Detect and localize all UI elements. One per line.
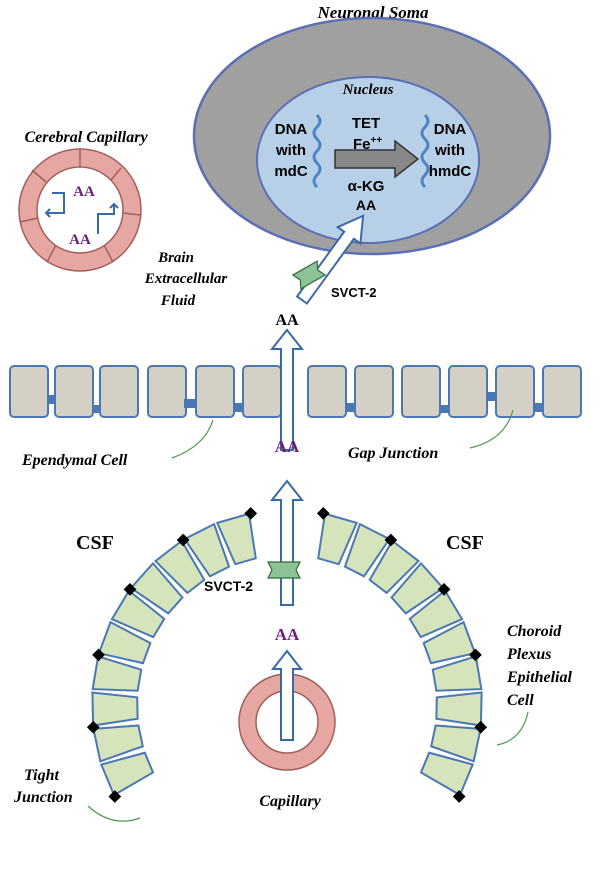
gap-junctions: [47, 392, 544, 413]
aa-above-ependyma: AA: [275, 312, 299, 329]
choroid-epithelial-cell: [99, 751, 155, 797]
dna-left-line1: DNA: [275, 121, 308, 138]
ependymal-cell: [307, 365, 347, 418]
dna-strand-right: [420, 113, 430, 189]
ependymal-cell-label: Ependymal Cell: [21, 452, 128, 469]
ependymal-cell: [401, 365, 441, 418]
choroid-epithelial-cell: [110, 589, 166, 639]
aa-nucleus-label: AA: [356, 197, 376, 213]
ependymal-cell: [54, 365, 94, 418]
csf-right-label: CSF: [446, 532, 484, 554]
choroid-line2: Plexus: [506, 646, 551, 663]
aa-cap-top: AA: [73, 184, 95, 200]
ependymal-cell: [195, 365, 235, 418]
choroid-line4: Cell: [507, 692, 534, 709]
tet-label: TET: [352, 115, 380, 132]
choroid-epithelial-cell: [91, 691, 139, 727]
choroid-epithelial-cell: [183, 522, 231, 578]
choroid-epithelial-cell: [343, 522, 391, 578]
svct2-transporter-bottom: [267, 561, 301, 579]
dna-left-line2: with: [275, 142, 306, 159]
choroid-epithelial-cell: [92, 724, 144, 763]
svct2-top-label: SVCT-2: [331, 285, 377, 300]
tight-line2: Junction: [13, 789, 73, 806]
akg-label: α-KG: [348, 178, 385, 195]
choroid-epithelial-cell: [431, 655, 483, 692]
ependymal-layer: [9, 365, 582, 418]
tight-junction-marker: [244, 507, 258, 520]
cap-arrow-left: [44, 192, 65, 218]
dna-hmdc-group: DNA with hmdC: [429, 121, 472, 180]
tight-junction-pointer: [87, 805, 141, 822]
choroid-epithelial-cell: [422, 620, 477, 665]
brain-ecf-line3: Fluid: [160, 293, 196, 309]
choroid-plexus-arc: [86, 507, 488, 803]
dna-strand-left: [312, 113, 322, 189]
choroid-epithelial-cell: [317, 512, 359, 566]
aa-cap-bottom: AA: [69, 232, 91, 248]
cap-arrow-right: [97, 202, 119, 234]
choroid-epithelial-cell: [97, 620, 152, 665]
dna-right-line2: with: [434, 142, 465, 159]
svct2-transporter-top: [291, 260, 327, 290]
aa-arrow-through-ependyma: [269, 328, 305, 451]
choroid-epithelial-cell: [435, 691, 483, 727]
choroid-line1: Choroid: [507, 623, 562, 640]
ependymal-cell: [542, 365, 582, 418]
choroid-epithelial-cell: [215, 512, 257, 566]
choroid-epithelial-cell: [408, 589, 464, 639]
ependymal-cell: [354, 365, 394, 418]
aa-arrow-from-capillary: [270, 649, 304, 741]
dna-right-line3: hmdC: [429, 163, 472, 180]
choroid-epithelial-cell: [390, 561, 445, 615]
choroid-pointer: [496, 711, 529, 746]
ependymal-cell: [495, 365, 535, 418]
ependymal-cell: [99, 365, 139, 418]
reaction-arrow: [334, 139, 420, 179]
brain-ecf-line1: Brain: [157, 250, 194, 266]
nucleus-label: Nucleus: [342, 82, 394, 98]
gap-junction-pointer: [469, 409, 514, 449]
csf-left-label: CSF: [76, 532, 114, 554]
choroid-epithelial-cell: [419, 751, 475, 797]
neuronal-soma-label: Neuronal Soma: [317, 3, 429, 22]
tight-junction-marker: [316, 507, 330, 520]
cerebral-capillary-segments: [19, 149, 142, 263]
gap-junction-label: Gap Junction: [348, 445, 438, 462]
dna-mdc-group: DNA with mdC: [274, 121, 308, 180]
ependymal-pointer: [171, 419, 214, 459]
choroid-line3: Epithelial: [506, 669, 572, 686]
ependymal-cell: [9, 365, 49, 418]
aa-arrow-through-choroid: [269, 479, 305, 606]
ependymal-cell: [448, 365, 488, 418]
choroid-epithelial-cell: [368, 539, 421, 595]
fe-label: Fe++: [353, 135, 382, 153]
choroid-epithelial-cell: [430, 724, 482, 763]
ependymal-cell: [147, 365, 187, 418]
ependymal-cell: [242, 365, 282, 418]
dna-right-line1: DNA: [434, 121, 467, 138]
capillary-label: Capillary: [259, 793, 321, 810]
cerebral-capillary-label: Cerebral Capillary: [24, 129, 148, 146]
choroid-epithelial-cell: [129, 561, 184, 615]
aa-capillary-label: AA: [275, 625, 300, 644]
dna-left-line3: mdC: [274, 163, 308, 180]
svct2-bottom-label: SVCT-2: [204, 578, 253, 594]
aa-below-ependyma: AA: [275, 437, 300, 456]
tight-line1: Tight: [24, 767, 60, 784]
choroid-epithelial-cell: [91, 655, 143, 692]
choroid-epithelial-cell: [153, 539, 206, 595]
brain-ecf-line2: Extracellular: [144, 271, 228, 287]
